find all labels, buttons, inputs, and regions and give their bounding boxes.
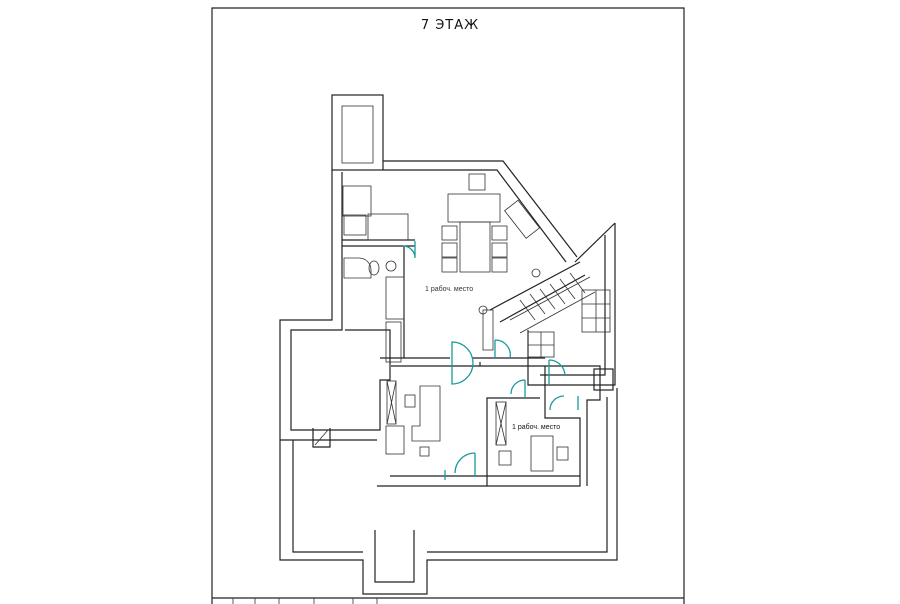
interior-walls	[342, 239, 601, 487]
workplace-label-office: 1 рабоч. место	[512, 424, 561, 431]
staircase	[489, 222, 616, 391]
sheet-frame	[211, 7, 685, 604]
furniture	[342, 173, 569, 472]
workplace-label-main: 1 рабоч. место	[425, 286, 474, 293]
doors	[402, 241, 579, 480]
exterior-walls	[279, 94, 618, 595]
floor-title: 7 ЭТАЖ	[420, 18, 480, 33]
